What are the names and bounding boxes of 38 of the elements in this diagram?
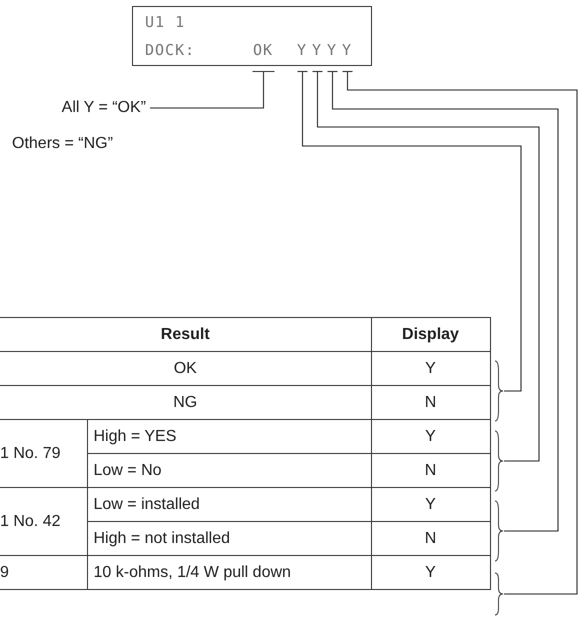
note-text: Others = “NG” [12,135,113,153]
display-value: Y [371,420,490,454]
leader-line [332,72,559,532]
display-character: Y [310,39,324,63]
leader-line [302,72,522,392]
item-number: 1 No. 79 [0,420,87,488]
display-value: Y [371,352,490,386]
display-text: U1 1 [145,12,186,33]
condition-text: Low = installed [87,488,371,522]
column-header: Result [0,318,371,352]
brace-mark [494,572,504,616]
brace-mark [494,360,504,422]
leader-line [316,72,540,462]
condition-text: High = not installed [87,522,371,556]
condition-text: Low = No [87,454,371,488]
display-value: Y [371,488,490,522]
display-character: Y [325,39,339,63]
display-character: OK [250,39,276,63]
display-value: N [371,454,490,488]
leader-line [150,72,264,109]
result-text: OK [0,352,371,386]
callout-text: All Y = “OK” [40,99,146,119]
column-header: Display [371,318,490,352]
result-text: NG [0,386,371,420]
display-text: DOCK: [145,40,196,61]
item-number: 9 [0,556,87,590]
leader-line [346,72,578,595]
display-character: Y [340,39,354,63]
brace-mark [494,500,504,562]
display-character: Y [295,39,309,63]
display-value: Y [371,556,490,590]
display-value: N [371,522,490,556]
brace-mark [494,430,504,492]
item-number: 1 No. 42 [0,488,87,556]
lcd-display [132,6,372,66]
display-value: N [371,386,490,420]
condition-text: High = YES [87,420,371,454]
condition-text: 10 k-ohms, 1/4 W pull down [87,556,371,590]
